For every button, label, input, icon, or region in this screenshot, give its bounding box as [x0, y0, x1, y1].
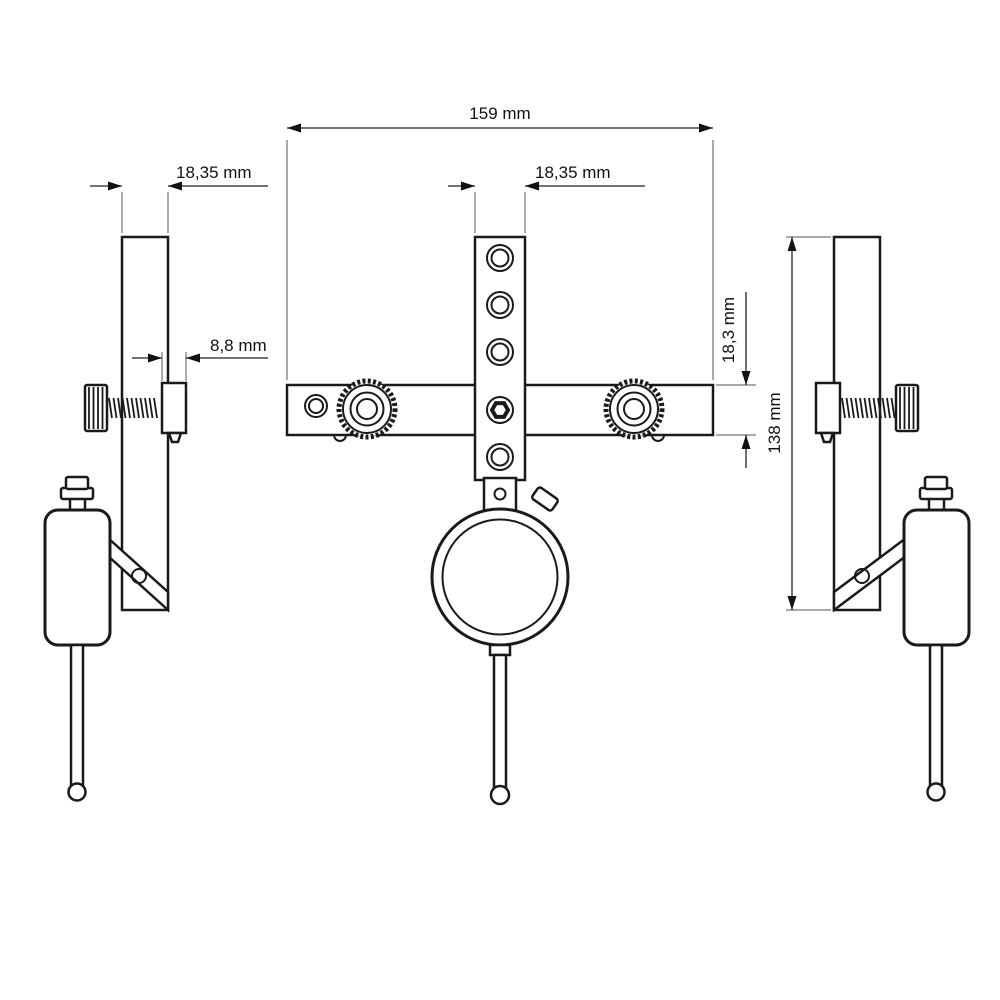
dimension-front-total-width: 159 mm	[286, 104, 714, 380]
clamp-block	[160, 381, 188, 435]
stem-step	[488, 643, 512, 657]
arrowhead-right	[148, 353, 162, 363]
dimension-label: 18,3 mm	[719, 297, 738, 363]
screw-tip-left	[333, 434, 347, 442]
arrowhead-left	[525, 181, 539, 191]
plunger-cap	[64, 475, 90, 491]
rail	[832, 235, 882, 612]
arrowhead-left	[186, 353, 200, 363]
bar-hole-inner	[308, 398, 324, 414]
vertical-bar-holes	[486, 244, 514, 471]
probe-tip	[489, 784, 511, 806]
collar-screw	[493, 487, 507, 501]
arrowhead-down	[741, 371, 751, 385]
dimension-side-rail-width: 18,35 mm	[90, 163, 268, 233]
arm-hole	[854, 568, 870, 584]
dimension-label: 18,35 mm	[535, 163, 611, 182]
bar-hole-outer	[304, 394, 328, 418]
rail	[120, 235, 170, 612]
thumbscrew-head	[894, 383, 920, 433]
indicator-body	[902, 508, 971, 647]
probe-tip	[67, 782, 87, 802]
thumbscrew-knurling	[88, 387, 104, 429]
thumbscrew-thread	[108, 397, 158, 419]
dimension-label: 138 mm	[765, 392, 784, 453]
clamp-block	[814, 381, 842, 435]
plunger-cap	[923, 475, 949, 491]
left-side-view	[43, 235, 188, 802]
arrowhead-up	[787, 237, 797, 251]
probe-stem	[69, 643, 85, 787]
arrowhead-right	[699, 123, 713, 133]
dial-face	[441, 518, 559, 636]
arrowhead-up	[741, 435, 751, 449]
clamp-block-nub	[819, 431, 835, 444]
probe-stem	[928, 643, 944, 787]
dimension-label: 8,8 mm	[210, 336, 267, 355]
arrowhead-right	[461, 181, 475, 191]
thumbscrew-knurling	[899, 387, 915, 429]
arrowhead-down	[787, 596, 797, 610]
right-side-view	[814, 235, 971, 802]
arm-hole	[131, 568, 147, 584]
clamp-block-nub	[167, 431, 183, 444]
thumbscrew-thread	[841, 397, 896, 419]
screw-tip-right	[651, 434, 665, 442]
front-view	[285, 235, 715, 806]
thumbscrew-head	[83, 383, 109, 433]
dial-bezel	[430, 507, 570, 647]
center-hex-socket-screw	[486, 396, 514, 424]
arrowhead-right	[108, 181, 122, 191]
arrowhead-left	[287, 123, 301, 133]
probe-tip	[926, 782, 946, 802]
dimension-front-bar-height: 18,3 mm	[716, 292, 756, 468]
knurled-knob-right	[603, 378, 665, 440]
dimension-front-bar-width: 18,35 mm	[448, 163, 645, 233]
indicator-body	[43, 508, 112, 647]
dimension-side-rail-height: 138 mm	[765, 236, 831, 611]
stem-collar	[482, 476, 518, 514]
dimension-side-block-width: 8,8 mm	[132, 336, 268, 381]
dimension-label: 159 mm	[469, 104, 530, 123]
probe-stem	[492, 653, 508, 789]
knurled-knob-left	[336, 378, 398, 440]
vertical-bar	[473, 235, 527, 482]
arrowhead-left	[168, 181, 182, 191]
bezel-clamp-tab	[531, 486, 559, 512]
dimension-label: 18,35 mm	[176, 163, 252, 182]
